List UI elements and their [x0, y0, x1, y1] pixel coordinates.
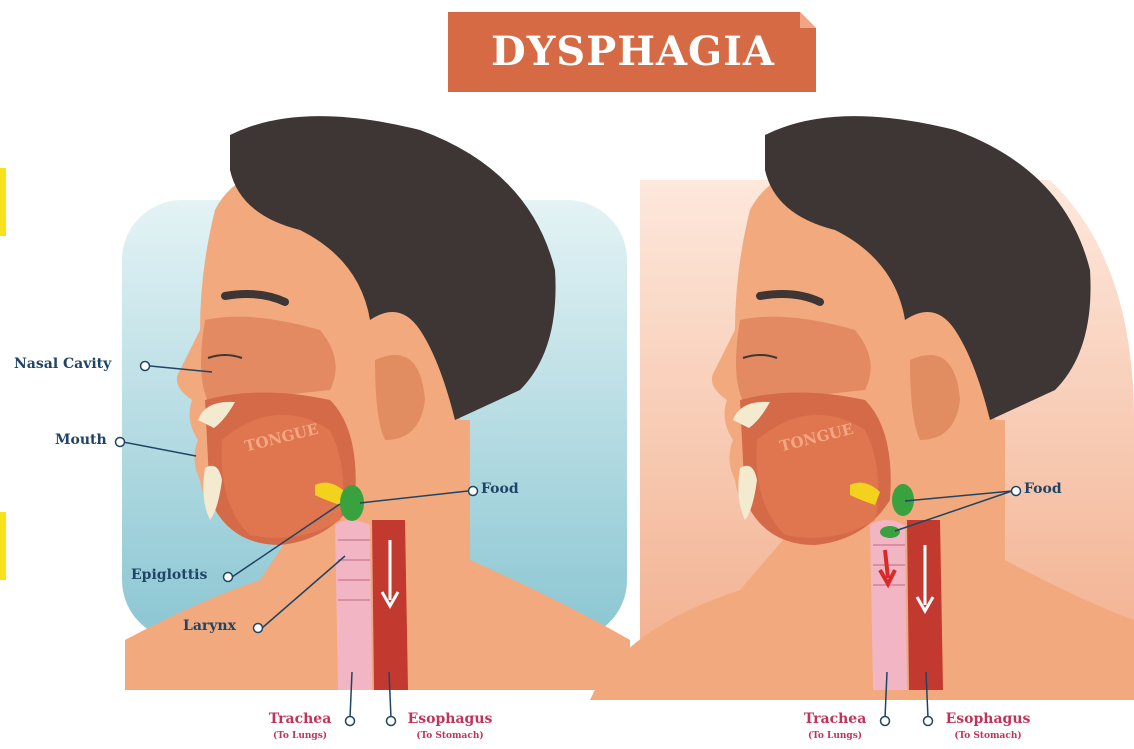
left-trachea	[335, 520, 372, 690]
label-esophagus-right-sub: (To Stomach)	[938, 731, 1038, 741]
leader-food-left-dot	[469, 487, 478, 496]
edge-mark-top	[0, 168, 6, 236]
label-esophagus-left-sub: (To Stomach)	[400, 731, 500, 741]
label-trachea-right: Trachea	[793, 711, 877, 727]
label-food-left: Food	[481, 481, 519, 497]
label-mouth: Mouth	[55, 432, 107, 448]
page-title: DYSPHAGIA	[448, 8, 818, 94]
leader-mouth-dot	[116, 438, 125, 447]
leader-esophagus-left-dot	[387, 717, 396, 726]
label-trachea-right-sub: (To Lungs)	[793, 731, 877, 741]
label-larynx: Larynx	[183, 618, 236, 634]
leader-trachea-right-dot	[881, 717, 890, 726]
label-nasal-cavity: Nasal Cavity	[14, 356, 111, 372]
edge-mark-bottom	[0, 512, 6, 580]
label-esophagus-right: Esophagus	[938, 711, 1038, 727]
leader-nasal-dot	[141, 362, 150, 371]
leader-trachea-left-dot	[346, 717, 355, 726]
leader-food-right-dot	[1012, 487, 1021, 496]
leader-esophagus-right-dot	[924, 717, 933, 726]
right-food-aspirated	[880, 526, 900, 538]
label-food-right: Food	[1024, 481, 1062, 497]
leader-larynx-dot	[254, 624, 263, 633]
label-trachea-left-sub: (To Lungs)	[258, 731, 342, 741]
leader-epiglottis-dot	[224, 573, 233, 582]
label-esophagus-left: Esophagus	[400, 711, 500, 727]
label-epiglottis: Epiglottis	[131, 567, 207, 583]
label-trachea-left: Trachea	[258, 711, 342, 727]
